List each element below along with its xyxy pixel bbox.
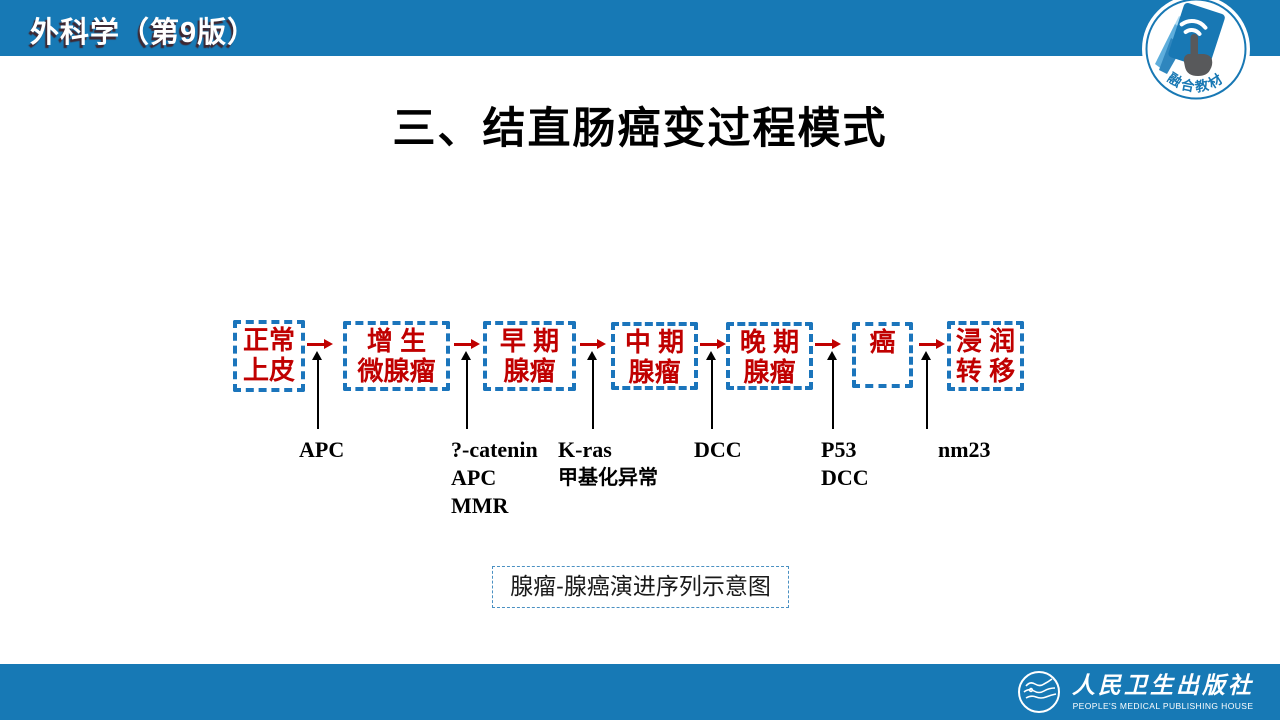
gene-label: APC [451, 465, 497, 490]
publisher-text: 人民卫生出版社 PEOPLE'S MEDICAL PUBLISHING HOUS… [1072, 672, 1254, 712]
header-bar: 外科学（第9版） [0, 0, 1280, 56]
publisher-logo: 人民卫生出版社 PEOPLE'S MEDICAL PUBLISHING HOUS… [1016, 664, 1254, 720]
stage-box-intermediate-adenoma: 中 期 腺瘤 [611, 322, 698, 390]
stage-label: 上皮 [242, 355, 295, 385]
publisher-name-en: PEOPLE'S MEDICAL PUBLISHING HOUSE [1072, 701, 1254, 711]
mutation-arrow-icon [706, 351, 718, 429]
gene-group-apc: APC [299, 436, 344, 464]
gene-label: DCC [694, 437, 742, 462]
stage-label: 微腺瘤 [357, 356, 436, 386]
course-title: 外科学（第9版） [30, 17, 258, 49]
stage-label: 腺瘤 [628, 357, 681, 387]
publisher-name-cn: 人民卫生出版社 [1072, 672, 1254, 699]
stage-label: 浸 润 [955, 326, 1016, 356]
gene-label: MMR [451, 493, 509, 518]
stage-box-early-adenoma: 早 期 腺瘤 [483, 321, 576, 391]
stage-box-late-adenoma: 晚 期 腺瘤 [726, 322, 813, 390]
progression-arrow-icon [580, 339, 606, 349]
stage-label: 增 生 [366, 326, 427, 356]
stage-box-normal-epithelium: 正常 上皮 [233, 320, 305, 392]
hand-cursor-icon [1183, 34, 1213, 76]
gene-group-kras-methylation: K-ras 甲基化异常 [558, 436, 658, 492]
gene-label: 甲基化异常 [558, 467, 658, 489]
gene-label: K-ras [558, 437, 612, 462]
stage-label: 中 期 [624, 327, 685, 357]
gene-group-catenin-apc-mmr: ?-catenin APC MMR [451, 436, 538, 520]
footer-bar [0, 664, 1280, 720]
stage-label: 晚 期 [739, 327, 800, 357]
stage-label: 正常 [242, 325, 295, 355]
stage-box-invasion-metastasis: 浸 润 转 移 [947, 321, 1024, 391]
progression-arrow-icon [454, 339, 480, 349]
stage-label: 腺瘤 [743, 357, 796, 387]
gene-label: P53 [821, 437, 857, 462]
gene-label: nm23 [938, 437, 991, 462]
mutation-arrow-icon [312, 351, 324, 429]
mutation-arrow-icon [461, 351, 473, 429]
gene-label: DCC [821, 465, 869, 490]
gene-label: APC [299, 437, 345, 462]
stage-label: 癌 [869, 327, 896, 357]
progression-arrow-icon [815, 339, 841, 349]
progression-arrow-icon [919, 339, 945, 349]
stage-label: 腺瘤 [503, 356, 556, 386]
mutation-arrow-icon [587, 351, 599, 429]
diagram-caption: 腺瘤-腺癌演进序列示意图 [492, 566, 789, 608]
gene-label: ?-catenin [451, 437, 538, 462]
page-title: 三、结直肠癌变过程模式 [392, 105, 888, 153]
stage-box-carcinoma: 癌 [852, 322, 913, 388]
gene-group-nm23: nm23 [938, 436, 991, 464]
stage-label: 早 期 [499, 326, 560, 356]
pmph-waves-icon [1018, 671, 1060, 713]
stage-box-hyperplastic-microadenoma: 增 生 微腺瘤 [343, 321, 450, 391]
progression-arrow-icon [307, 339, 333, 349]
fusion-textbook-badge: 融合教材 [1142, 0, 1250, 103]
mutation-arrow-icon [827, 351, 839, 429]
gene-group-p53-dcc: P53 DCC [821, 436, 869, 492]
stage-label: 转 移 [955, 356, 1016, 386]
mutation-arrow-icon [921, 351, 933, 429]
progression-arrow-icon [700, 339, 726, 349]
wifi-icon [1179, 18, 1208, 36]
gene-group-dcc: DCC [694, 436, 742, 464]
